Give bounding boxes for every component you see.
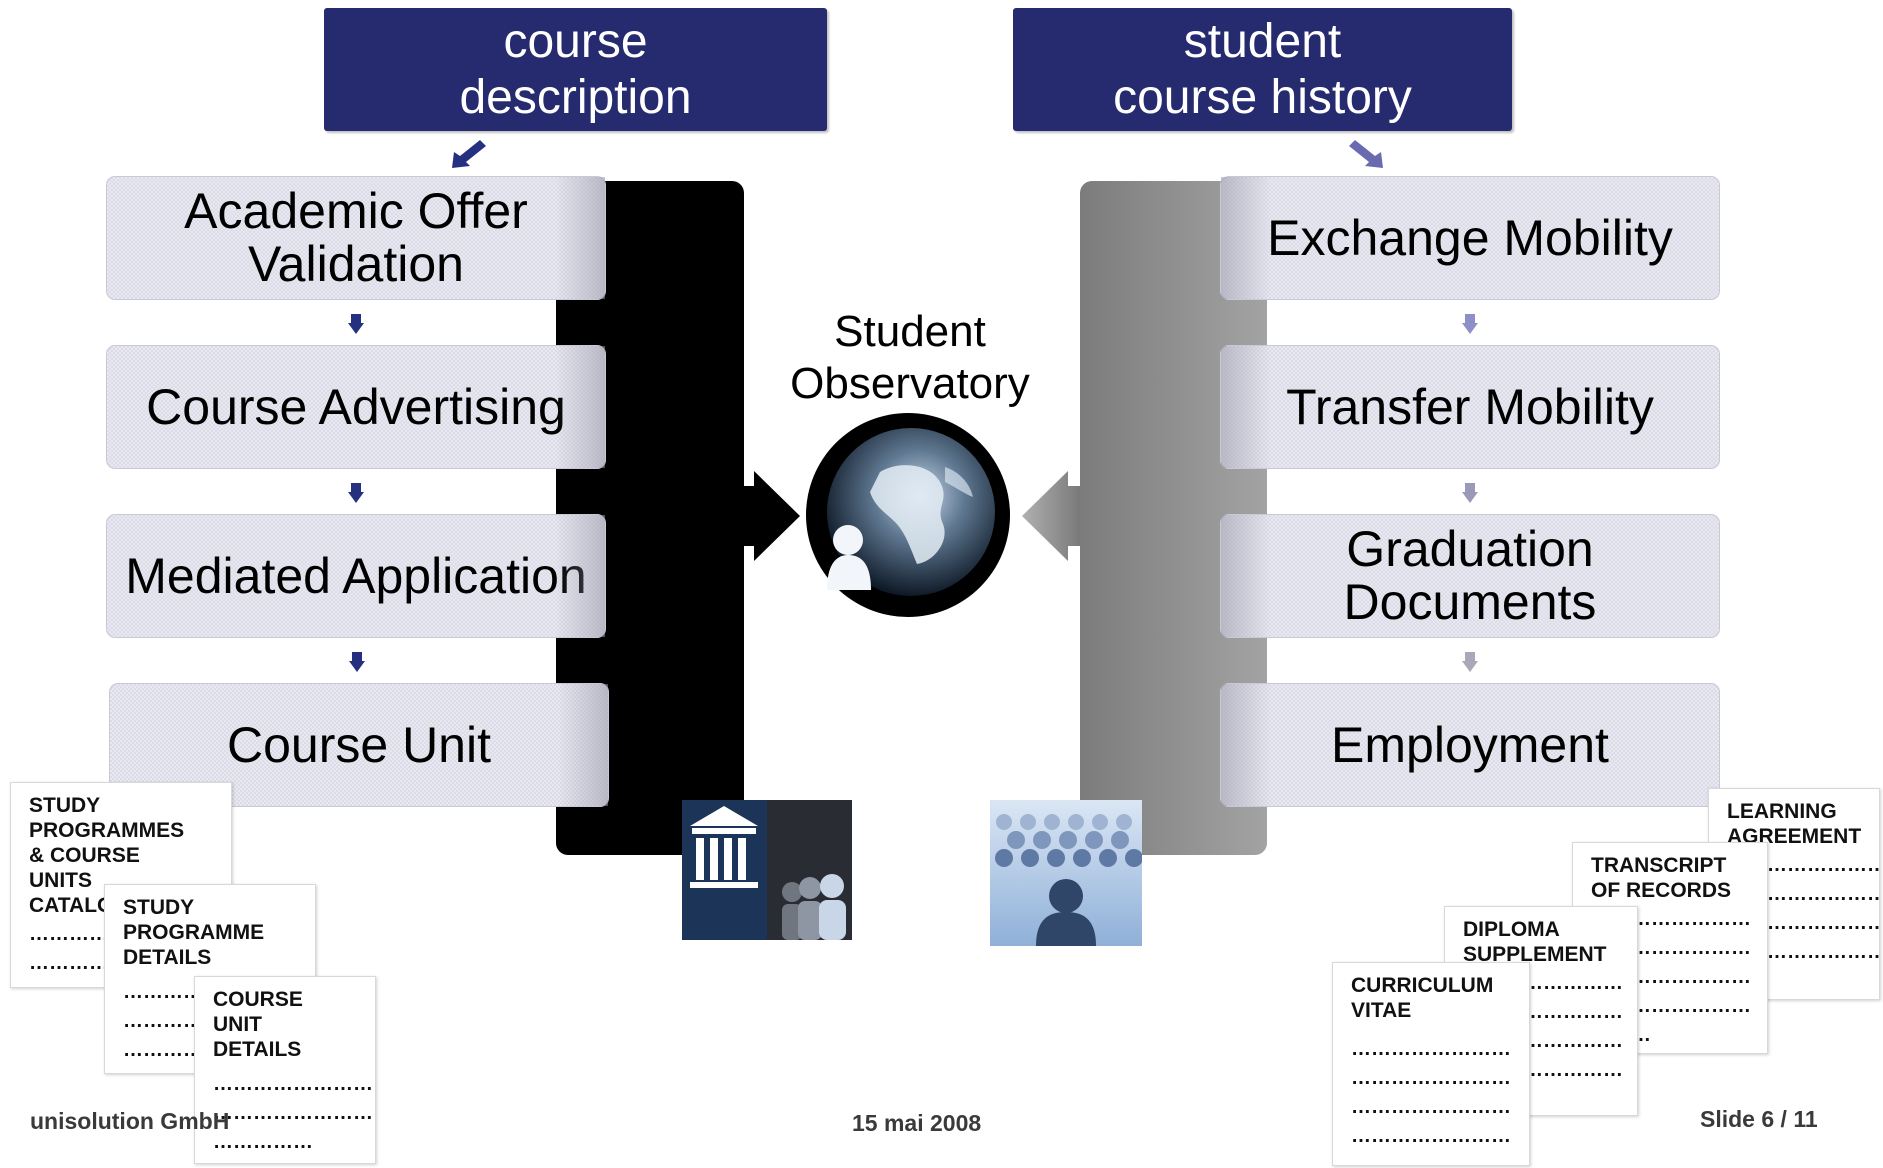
right-step-3-label: Graduation Documents	[1343, 521, 1597, 630]
doc-study-programme-details-title: STUDY PROGRAMME DETAILS	[123, 896, 265, 969]
right-step-2-label: Transfer Mobility	[1286, 378, 1654, 435]
doc-course-unit-details-dots-1: ……………………	[213, 1073, 373, 1095]
footer-slide-number-label: Slide 6 / 11	[1700, 1106, 1818, 1132]
doc-study-programmes-catalogue-title: STUDY PROGRAMMES & COURSE UNITS CATALOGU…	[29, 794, 185, 917]
header-student-course-history-label: student course history	[1113, 14, 1412, 124]
doc-diploma-supplement-title: DIPLOMA SUPPLEMENT	[1463, 918, 1607, 966]
doc-curriculum-vitae: CURRICULUM VITAE …………………… …………………… ………………	[1332, 962, 1530, 1166]
left-step-4-label: Course Unit	[227, 716, 491, 773]
right-step-1: Exchange Mobility	[1220, 176, 1720, 300]
doc-curriculum-vitae-dots-4: ……………………	[1351, 1125, 1511, 1147]
right-down-arrow-3-icon	[1462, 652, 1478, 672]
right-step-4: Employment	[1220, 683, 1720, 807]
student-observatory-title: Student Observatory	[790, 307, 1030, 408]
doc-study-programme-details-dots-4: …	[123, 1067, 297, 1073]
doc-course-unit-details-dots-2: ……………………	[213, 1102, 373, 1124]
footer-date: 15 mai 2008	[852, 1110, 981, 1137]
left-step-2: Course Advertising	[106, 345, 606, 469]
left-down-arrow-1-icon	[348, 314, 364, 334]
left-pointer-arrow-icon	[452, 140, 486, 168]
institution-icon	[682, 800, 852, 940]
doc-curriculum-vitae-dots-3: ……………………	[1351, 1096, 1511, 1118]
right-pointing-arrow-icon	[744, 471, 800, 561]
left-step-2-label: Course Advertising	[146, 378, 566, 435]
footer-date-label: 15 mai 2008	[852, 1110, 982, 1136]
left-step-1-label: Academic Offer Validation	[184, 183, 528, 292]
doc-curriculum-vitae-dots-2: ……………………	[1351, 1067, 1511, 1089]
doc-course-unit-details-title: COURSE UNIT DETAILS	[213, 988, 303, 1061]
right-step-1-label: Exchange Mobility	[1267, 209, 1673, 266]
doc-curriculum-vitae-dots-1: ……………………	[1351, 1038, 1511, 1060]
header-course-description-label: course description	[459, 14, 692, 124]
left-pointing-arrow-icon	[1022, 471, 1080, 561]
doc-course-unit-details-dots-3: ……………	[213, 1131, 313, 1153]
right-down-arrow-2-icon	[1462, 483, 1478, 503]
audience-icon	[990, 800, 1142, 946]
right-step-2: Transfer Mobility	[1220, 345, 1720, 469]
footer-slide-number: Slide 6 / 11	[1700, 1106, 1818, 1133]
right-step-4-label: Employment	[1331, 716, 1609, 773]
doc-curriculum-vitae-dots-5: ……………	[1351, 1154, 1451, 1166]
left-step-3-label: Mediated Application	[125, 547, 587, 604]
doc-curriculum-vitae-title: CURRICULUM VITAE	[1351, 974, 1494, 1022]
footer-company-label: unisolution GmbH	[30, 1108, 230, 1134]
left-down-arrow-2-icon	[348, 483, 364, 503]
footer-company: unisolution GmbH	[30, 1108, 229, 1135]
right-down-arrow-1-icon	[1462, 314, 1478, 334]
left-step-4: Course Unit	[109, 683, 609, 807]
right-pointer-arrow-icon	[1349, 140, 1383, 168]
left-step-3: Mediated Application	[106, 514, 606, 638]
header-course-description: course description	[324, 8, 827, 131]
globe-person-icon	[806, 413, 1010, 617]
right-step-3: Graduation Documents	[1220, 514, 1720, 638]
left-step-1: Academic Offer Validation	[106, 176, 606, 300]
left-down-arrow-3-icon	[349, 652, 365, 672]
left-steps: Academic Offer Validation Course Adverti…	[106, 176, 610, 816]
doc-transcript-of-records-title: TRANSCRIPT OF RECORDS	[1591, 854, 1732, 902]
header-student-course-history: student course history	[1013, 8, 1512, 131]
doc-course-unit-details: COURSE UNIT DETAILS …………………… …………………… ………	[194, 976, 376, 1164]
